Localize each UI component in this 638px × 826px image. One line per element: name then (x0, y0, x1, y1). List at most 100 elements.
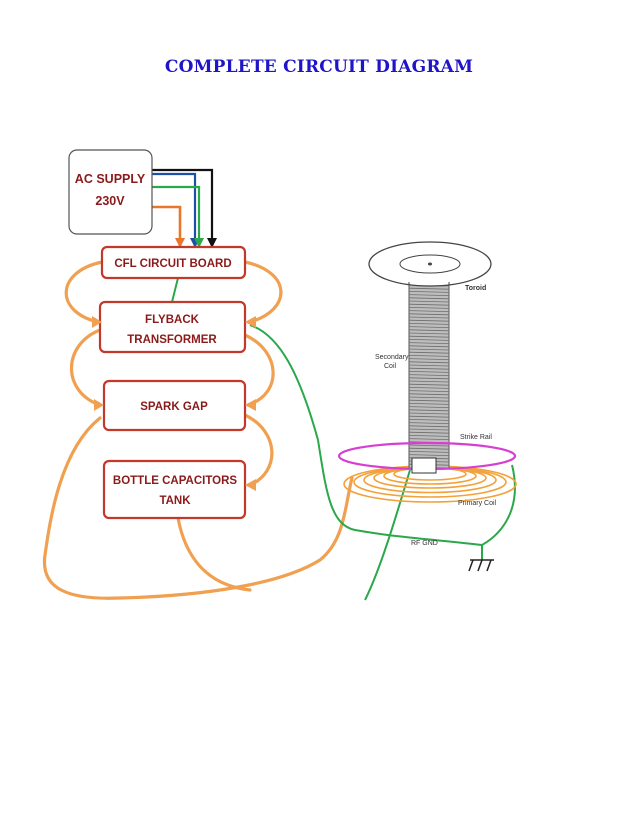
coil-winding (408, 313, 450, 316)
coil-winding (408, 300, 450, 303)
flyback-label-line2: TRANSFORMER (127, 334, 217, 346)
coil-winding (408, 316, 450, 319)
coil-winding (408, 412, 450, 415)
coil-winding (408, 294, 450, 296)
coil-winding (408, 329, 450, 332)
coil-winding (408, 345, 450, 348)
coil-winding (408, 319, 450, 322)
cfl-board-label: CFL CIRCUIT BOARD (114, 258, 231, 270)
spark-gap-label: SPARK GAP (140, 401, 208, 413)
coil-winding (408, 438, 450, 440)
block-capacitors: BOTTLE CAPACITORS TANK (102, 459, 247, 520)
orange-wires (42, 260, 354, 600)
coil-winding (408, 351, 450, 354)
rf-gnd-label: RF GND (411, 540, 438, 547)
coil-winding (408, 403, 450, 405)
coil-winding (408, 454, 450, 456)
flyback-label-line1: FLYBACK (145, 314, 200, 326)
coil-winding (408, 332, 450, 335)
coil-winding (408, 451, 450, 453)
caps-to-bottom-wire (176, 516, 252, 592)
ground-icon (468, 559, 494, 572)
capacitors-label-line1: BOTTLE CAPACITORS (113, 475, 237, 487)
arrowhead (207, 238, 217, 248)
coil-winding (408, 323, 450, 325)
right-loop-flyback-spark (243, 333, 275, 407)
coil-winding (408, 406, 450, 408)
coil-winding (408, 431, 450, 434)
right-loop-spark-caps (243, 413, 274, 487)
arrowhead (94, 399, 104, 411)
arrowhead (245, 316, 256, 328)
coil-winding (408, 444, 450, 447)
coil-winding (408, 428, 450, 431)
coil-winding (408, 377, 450, 380)
primary-coil-label: Primary Coil (458, 500, 497, 507)
secondary-to-gnd-wire (481, 464, 516, 546)
supply-wires (152, 168, 217, 248)
coil-winding (408, 387, 450, 389)
coil-winding (408, 355, 450, 357)
block-ac-supply: AC SUPPLY 230V (68, 149, 153, 235)
ac-supply-label-line1: AC SUPPLY (75, 172, 146, 186)
cfl-to-flyback-wire (171, 277, 179, 303)
arrowhead (92, 316, 102, 328)
arrowhead (194, 238, 204, 248)
arrowhead (245, 399, 256, 411)
orange-arrowheads (92, 316, 256, 491)
coil-winding (408, 342, 450, 344)
coil-winding (408, 393, 450, 396)
coil-winding (408, 307, 450, 309)
coil-winding (408, 371, 450, 373)
left-loop-cfl-flyback (64, 260, 104, 324)
ac-supply-label-line2: 230V (95, 194, 125, 208)
coil-winding (408, 310, 450, 312)
arrowhead (175, 238, 185, 248)
secondary-coil (408, 281, 450, 469)
capacitors-label-line2: TANK (159, 495, 191, 507)
toroid (368, 241, 492, 287)
orange-supply-wire (152, 205, 182, 246)
coil-winding (408, 422, 450, 424)
arrowhead (245, 479, 256, 491)
coil-winding (408, 326, 450, 328)
coil-winding (408, 380, 450, 383)
coil-winding (408, 364, 450, 367)
black-supply-wire (152, 168, 214, 246)
block-flyback: FLYBACK TRANSFORMER (98, 300, 247, 354)
coil-winding (408, 415, 450, 418)
flyback-to-gnd-wire (249, 324, 483, 546)
coil-winding (408, 287, 450, 290)
coil-winding (408, 291, 450, 293)
spark-to-primary-wire (42, 416, 354, 600)
coil-winding (408, 419, 450, 421)
coil-winding (408, 390, 450, 392)
coil-winding (408, 447, 450, 450)
coil-winding (408, 361, 450, 364)
left-loop-flyback-spark (69, 328, 102, 407)
secondary-base (411, 457, 437, 474)
coil-winding (408, 348, 450, 351)
coil-winding (408, 297, 450, 300)
block-spark-gap: SPARK GAP (102, 379, 247, 432)
secondary-coil-label-line2: Coil (384, 363, 397, 370)
coil-winding (408, 339, 450, 341)
coil-winding (408, 374, 450, 376)
coil-winding (408, 303, 450, 306)
coil-winding (408, 425, 450, 428)
green-supply-wire (152, 185, 201, 246)
right-loop-cfl-flyback (243, 260, 283, 324)
coil-winding (408, 367, 450, 370)
coil-winding (408, 399, 450, 402)
block-cfl-board: CFL CIRCUIT BOARD (100, 245, 247, 280)
coil-winding (408, 335, 450, 338)
coil-winding (408, 383, 450, 386)
coil-winding (408, 358, 450, 360)
coil-winding (408, 396, 450, 399)
tesla-coil: Toroid Secondary Coil Strike Rail Primar… (337, 241, 517, 572)
secondary-coil-label-line1: Secondary (375, 354, 409, 361)
page-title: COMPLETE CIRCUIT DIAGRAM (164, 57, 474, 77)
strike-rail-label: Strike Rail (460, 434, 492, 441)
blue-supply-wire (152, 172, 197, 246)
